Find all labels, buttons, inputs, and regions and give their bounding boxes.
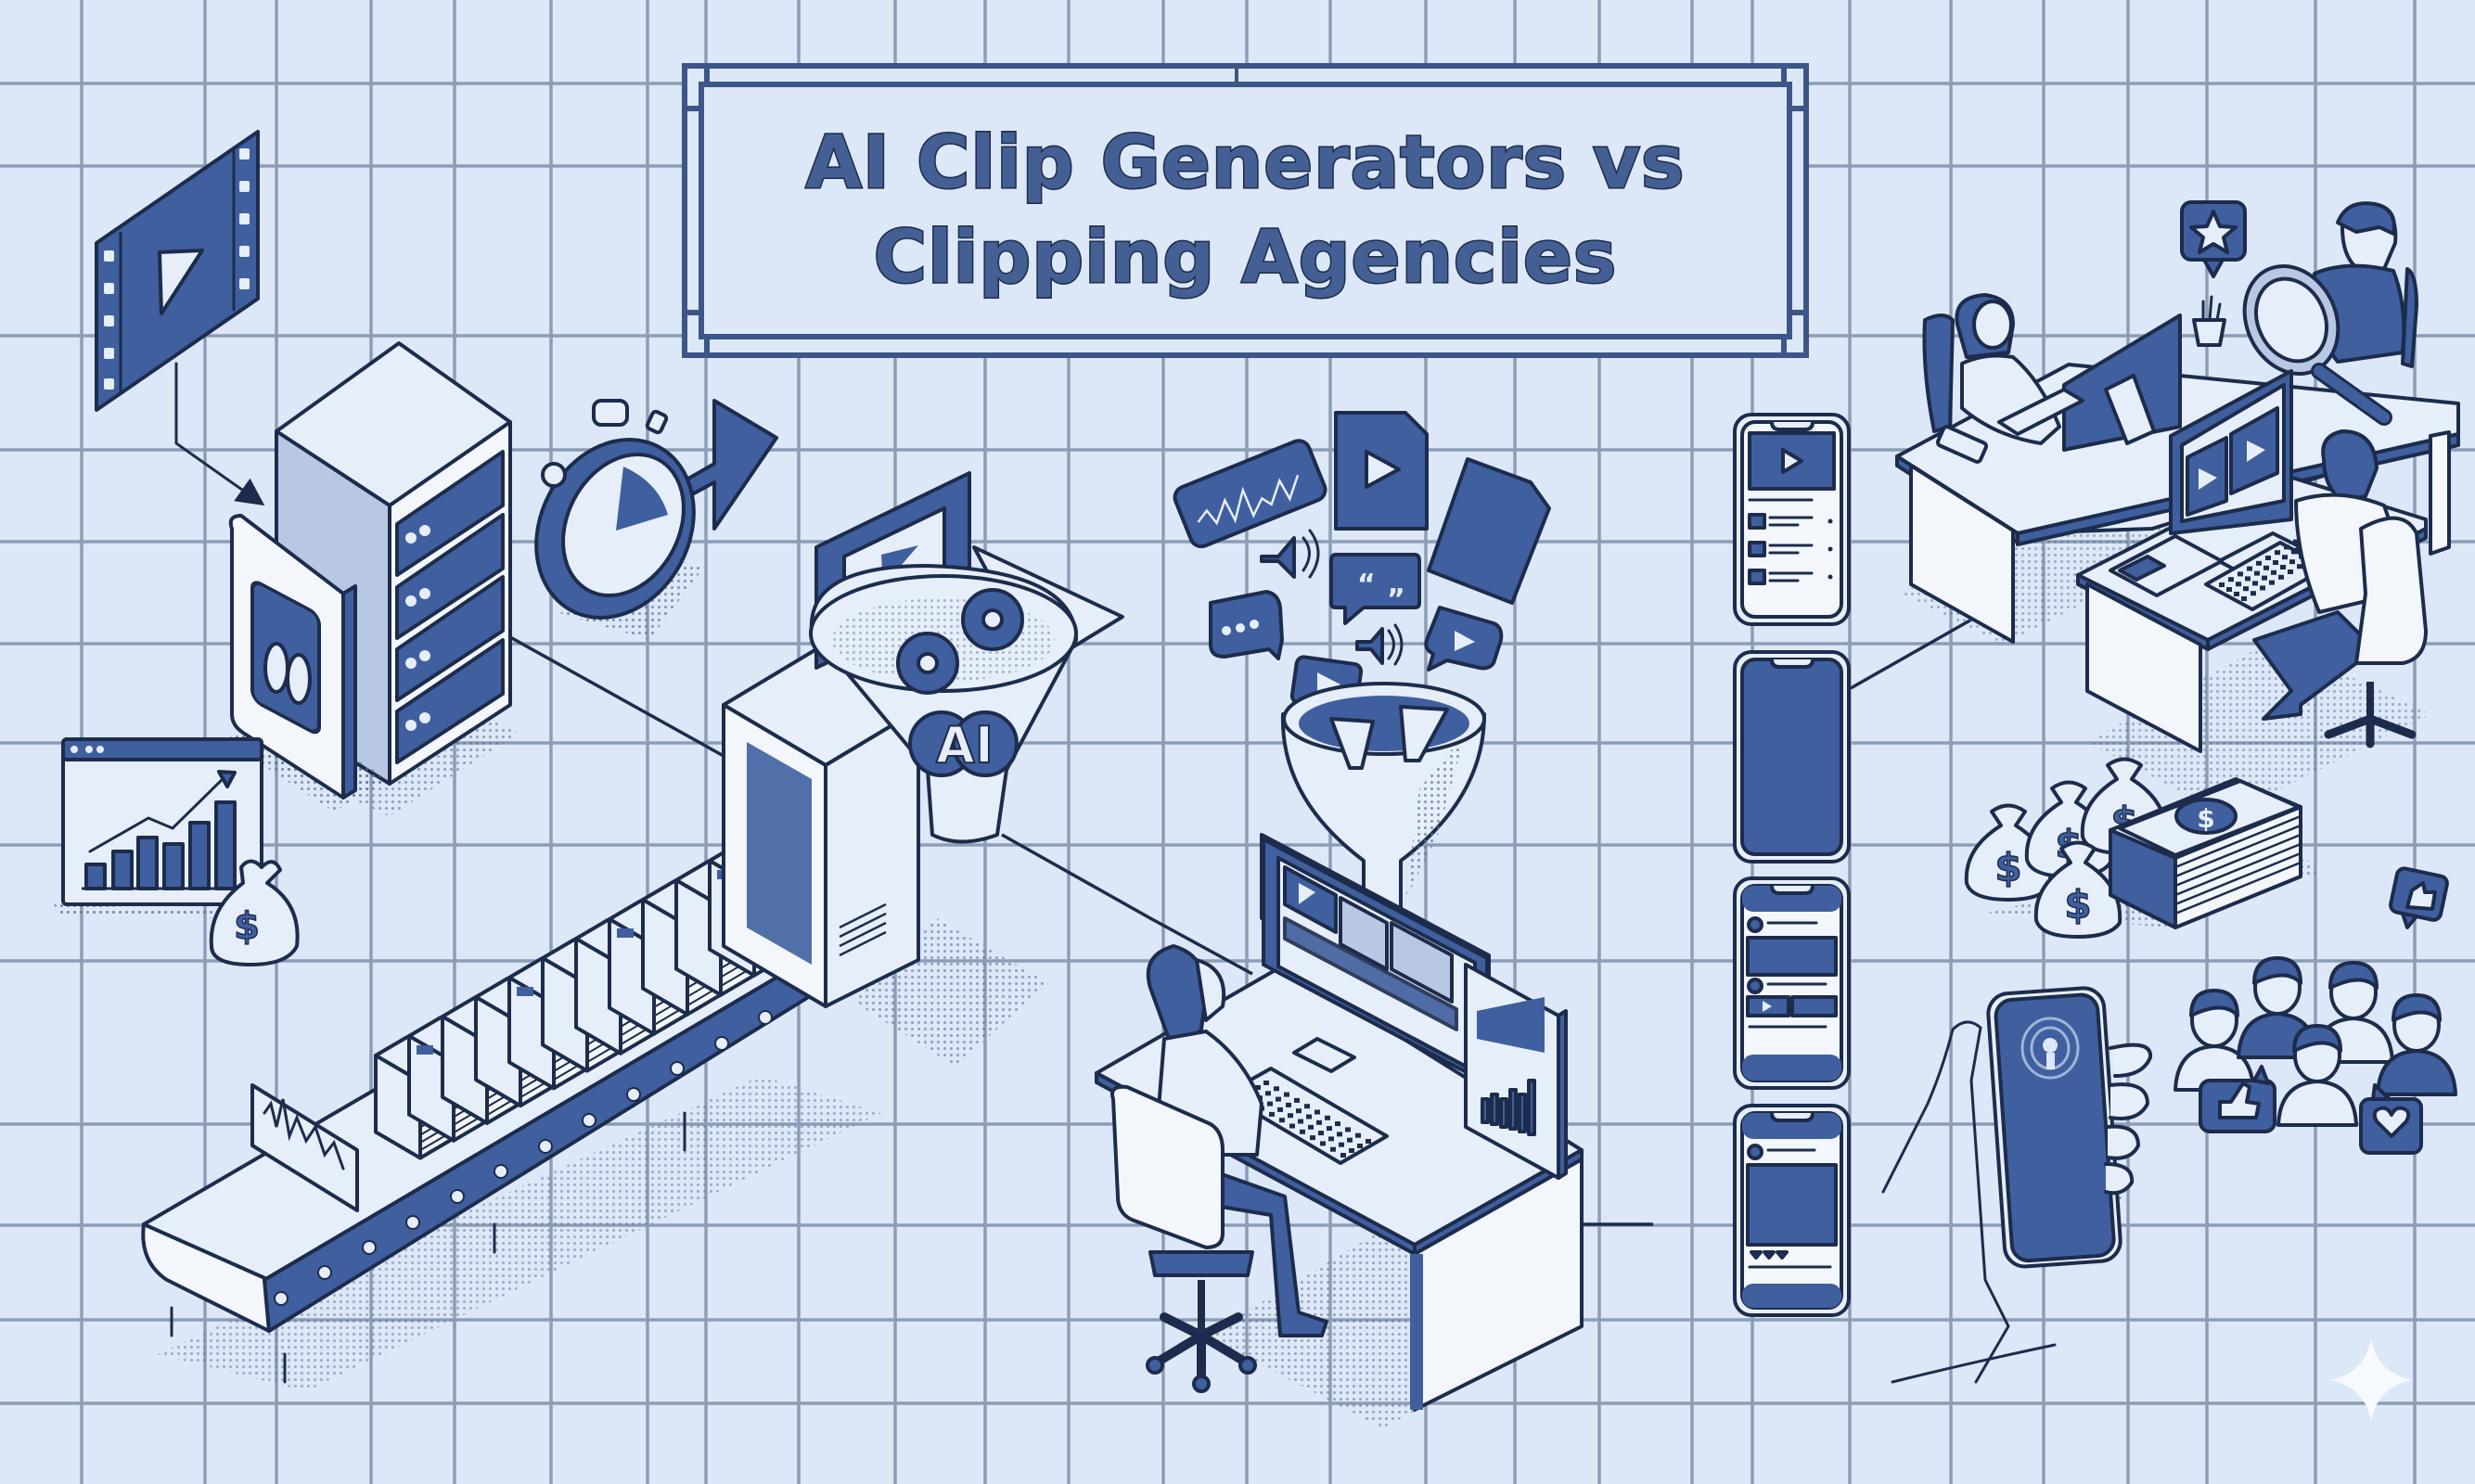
banner-corner-tick	[704, 339, 710, 358]
play-bubble-icon	[1424, 606, 1504, 672]
audience-member	[2376, 993, 2457, 1096]
thumbs-up-bubble-icon	[2199, 1065, 2276, 1133]
svg-text:$: $	[234, 905, 260, 948]
arrow-right-icon	[680, 399, 778, 531]
banner-corner-tick	[682, 310, 700, 315]
svg-text:“: “	[1357, 569, 1376, 601]
video-file-icon	[1334, 411, 1429, 531]
phone-column	[1733, 413, 1851, 1317]
editor-station	[1095, 833, 1584, 1428]
content-funnel	[1280, 682, 1486, 920]
svg-text:$: $	[2197, 803, 2214, 834]
server-rack-icon	[223, 341, 519, 816]
stopwatch-icon	[534, 399, 778, 640]
ai-badge-label: AI	[936, 716, 994, 774]
audio-clip-card	[250, 1083, 359, 1212]
thumbs-up-bubble-icon	[2389, 866, 2449, 929]
phone-photo-post	[1733, 1104, 1851, 1317]
hand-holding-phone-icon	[1881, 986, 2153, 1384]
speaker-icon	[1355, 623, 1404, 666]
banner-corner-tick	[1235, 63, 1238, 82]
phone-social-feed	[1733, 876, 1851, 1090]
page-title-line-1: AI Clip Generators vs	[804, 121, 1686, 207]
money-bag: $	[1964, 803, 2053, 902]
ai-machine: AI	[722, 471, 1124, 1067]
cash-stack-icon: $	[2109, 777, 2302, 929]
agency-office	[1895, 200, 2460, 816]
video-file-icon	[95, 130, 260, 412]
title-panel: AI Clip Generators vs Clipping Agencies	[699, 82, 1792, 339]
svg-text:$: $	[2064, 882, 2091, 928]
phone-blank	[1733, 650, 1851, 864]
audience-member	[2276, 1024, 2358, 1127]
banner-corner-tick	[1790, 310, 1809, 315]
quote-bubble-icon: “ ”	[1329, 553, 1421, 625]
banner-corner-tick	[704, 63, 710, 82]
sparkle-icon	[2330, 1338, 2412, 1422]
banner-corner-tick	[1790, 106, 1809, 111]
speaker-icon	[1260, 529, 1320, 579]
heart-bubble-icon	[2359, 1083, 2423, 1155]
phone-video-feed	[1733, 413, 1851, 626]
audience-group-icon	[2174, 866, 2457, 1155]
page-title-line-2: Clipping Agencies	[872, 215, 1618, 301]
chat-ellipsis-icon	[1209, 590, 1284, 660]
money-bag-icon: $	[209, 859, 300, 966]
film-document-icon	[1427, 457, 1551, 605]
audio-waveform-icon	[1173, 439, 1327, 549]
banner-corner-tick	[682, 106, 700, 111]
banner-corner-tick	[1781, 63, 1787, 82]
money-bag: $	[2033, 840, 2122, 939]
floating-media-icons: “ ”	[1173, 411, 1551, 712]
title-banner: AI Clip Generators vs Clipping Agencies	[682, 63, 1809, 358]
flow-arrow	[174, 362, 265, 506]
svg-text:$: $	[1994, 845, 2021, 890]
ai-brain-chip-icon	[227, 514, 390, 812]
analytics-chart-icon	[54, 737, 263, 918]
svg-text:”: ”	[1387, 583, 1405, 616]
banner-corner-tick	[1781, 339, 1787, 358]
